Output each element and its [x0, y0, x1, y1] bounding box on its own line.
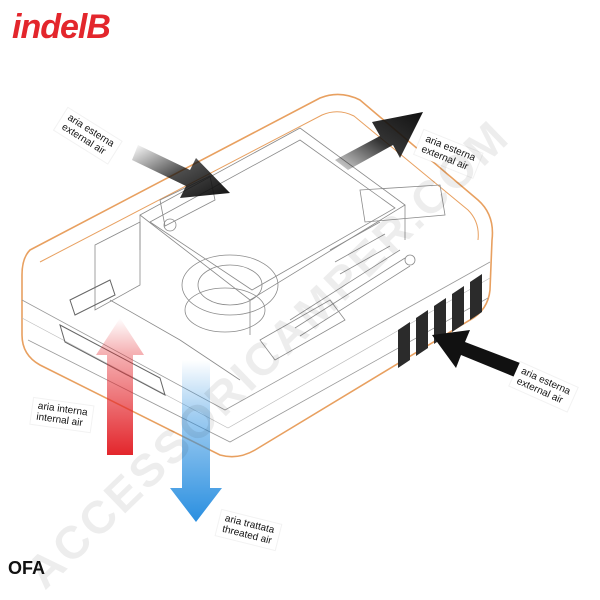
side-vents	[398, 274, 482, 368]
unit-body	[21, 93, 494, 458]
internal-air-arrow	[96, 318, 144, 455]
indel-b-logo: indelB	[12, 8, 111, 46]
external-air-out-arrow	[335, 112, 423, 170]
treated-air-arrow	[170, 360, 222, 522]
external-air-in-arrow	[132, 145, 230, 198]
external-air-side-arrow	[432, 330, 528, 380]
corner-mark: OFA	[8, 558, 46, 578]
